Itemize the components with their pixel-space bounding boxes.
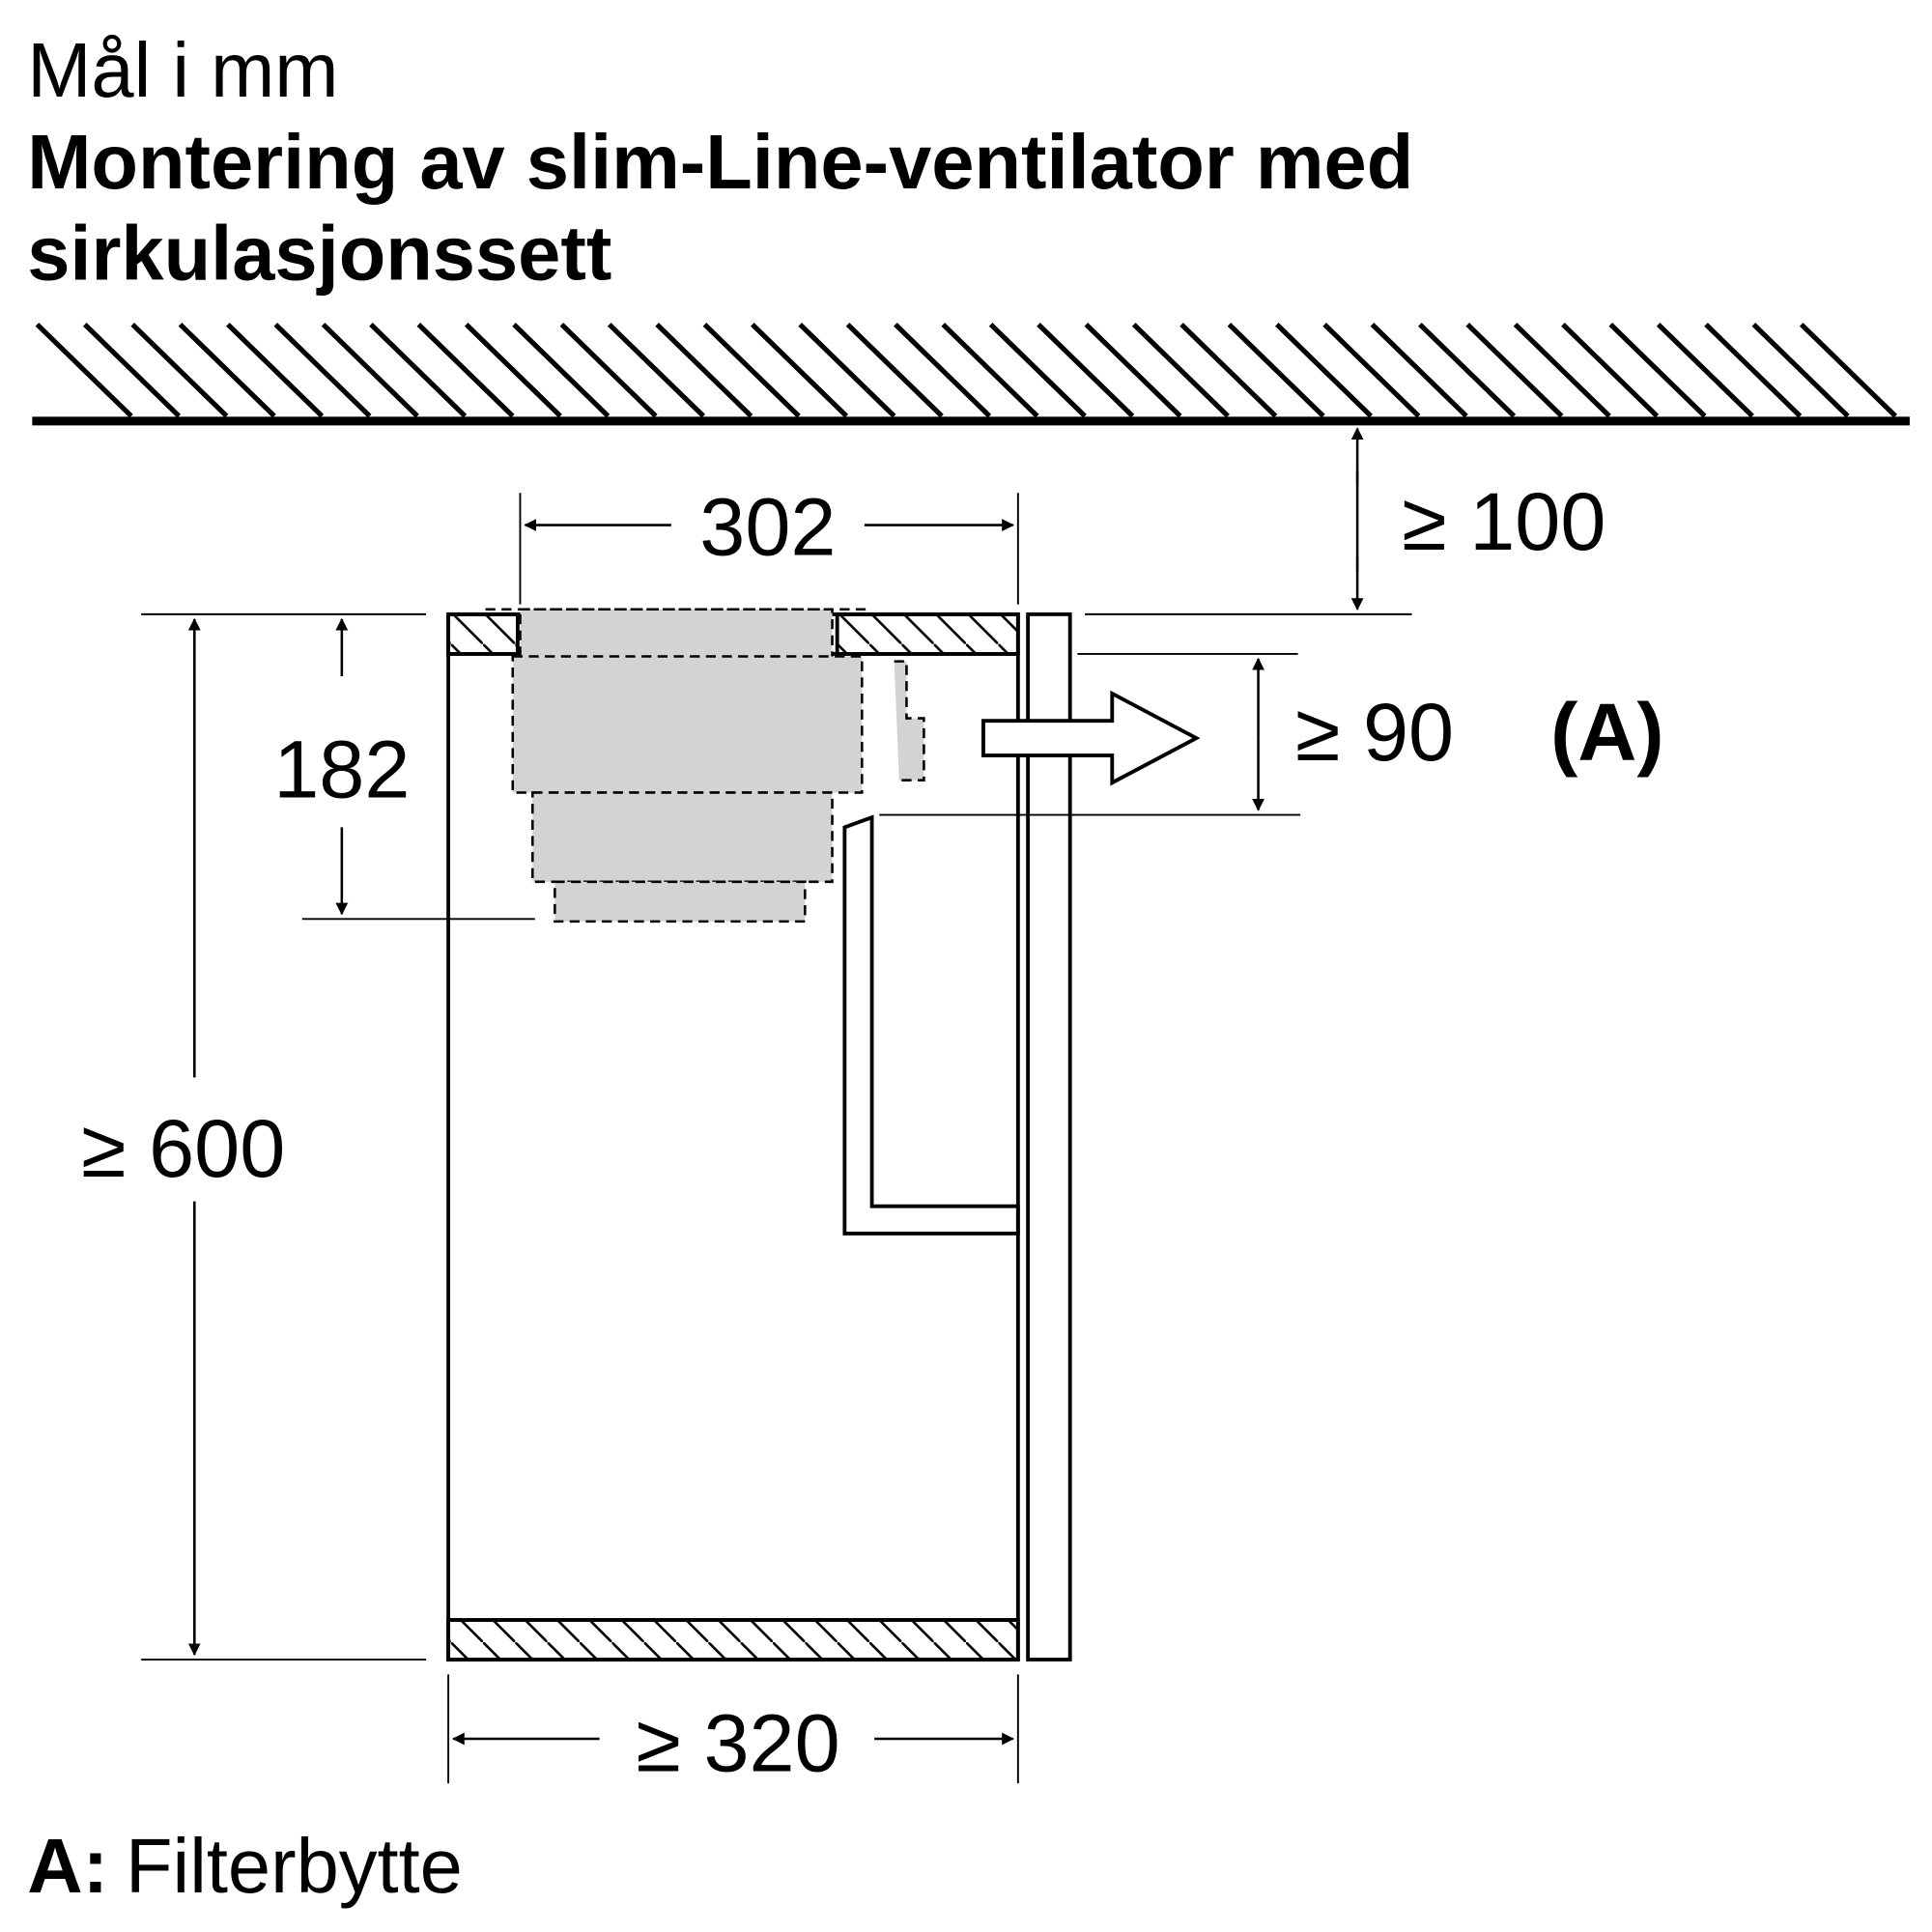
ceiling-hatch-line bbox=[369, 323, 468, 418]
ceiling-hatch-line bbox=[894, 323, 992, 418]
dim-width-top: 302 bbox=[699, 480, 836, 572]
legend-key: A: bbox=[27, 1823, 108, 1909]
ceiling-hatch-line bbox=[1704, 323, 1803, 418]
filter-direction-arrow bbox=[981, 690, 1201, 786]
ceiling-hatch-line bbox=[1751, 323, 1850, 418]
title-line-2: sirkulasjonssett bbox=[27, 211, 611, 297]
ceiling-hatch-line bbox=[1561, 323, 1660, 418]
ceiling-hatch-line bbox=[226, 323, 325, 418]
ceiling-hatch-line bbox=[845, 323, 944, 418]
ceiling-hatch-line bbox=[1227, 323, 1325, 418]
legend-text: Filterbytte bbox=[126, 1823, 463, 1909]
ceiling-hatch-line bbox=[1513, 323, 1611, 418]
ceiling-hatch-line bbox=[607, 323, 705, 418]
title-line-1: Montering av slim-Line-ventilator med bbox=[27, 119, 1413, 205]
ceiling-hatch-line bbox=[798, 323, 896, 418]
ceiling bbox=[35, 323, 1897, 418]
ceiling-hatch-line bbox=[130, 323, 229, 418]
ceiling-hatch-line bbox=[416, 323, 515, 418]
ceiling-hatch-line bbox=[655, 323, 753, 418]
ceiling-hatch-line bbox=[1799, 323, 1897, 418]
ceiling-hatch-line bbox=[1418, 323, 1517, 418]
dim-ceiling-gap: ≥ 100 bbox=[1402, 475, 1605, 567]
ceiling-hatch-line bbox=[988, 323, 1087, 418]
ceiling-hatch-line bbox=[35, 323, 133, 418]
ceiling-hatch-line bbox=[83, 323, 182, 418]
ceiling-hatch-line bbox=[702, 323, 801, 418]
ceiling-hatch-line bbox=[1608, 323, 1707, 418]
ceiling-hatch-line bbox=[178, 323, 276, 418]
ceiling-hatch-line bbox=[464, 323, 562, 418]
cabinet-door bbox=[1026, 611, 1072, 1662]
ceiling-hatch-line bbox=[512, 323, 611, 418]
ceiling-hatch-line bbox=[1370, 323, 1468, 418]
dimension-lines bbox=[141, 427, 1412, 1784]
legend: A:Filterbytte bbox=[27, 1823, 463, 1909]
ceiling-hatch-line bbox=[1179, 323, 1278, 418]
ceiling-hatch-line bbox=[1275, 323, 1374, 418]
dim-width-bottom: ≥ 320 bbox=[637, 1696, 840, 1788]
ceiling-hatch-line bbox=[941, 323, 1039, 418]
cabinet bbox=[446, 611, 1072, 1662]
dim-depth: 182 bbox=[273, 724, 410, 815]
ceiling-hatch-line bbox=[1037, 323, 1135, 418]
dim-filter-gap: ≥ 90 bbox=[1295, 686, 1454, 778]
ceiling-hatch-line bbox=[559, 323, 658, 418]
ceiling-hatch-line bbox=[751, 323, 849, 418]
ceiling-hatch-line bbox=[321, 323, 419, 418]
ceiling-hatch-line bbox=[1131, 323, 1230, 418]
dim-height: ≥ 600 bbox=[81, 1102, 285, 1194]
ceiling-hatch-line bbox=[1656, 323, 1754, 418]
ceiling-hatch-line bbox=[1465, 323, 1564, 418]
units-label: Mål i mm bbox=[27, 27, 338, 113]
filter-marker: (A) bbox=[1550, 686, 1663, 778]
ventilator-module bbox=[485, 608, 925, 923]
ceiling-hatch-line bbox=[1322, 323, 1421, 418]
shelf-bracket bbox=[842, 814, 1020, 1236]
ceiling-hatch-line bbox=[273, 323, 372, 418]
ceiling-hatch-line bbox=[1084, 323, 1182, 418]
